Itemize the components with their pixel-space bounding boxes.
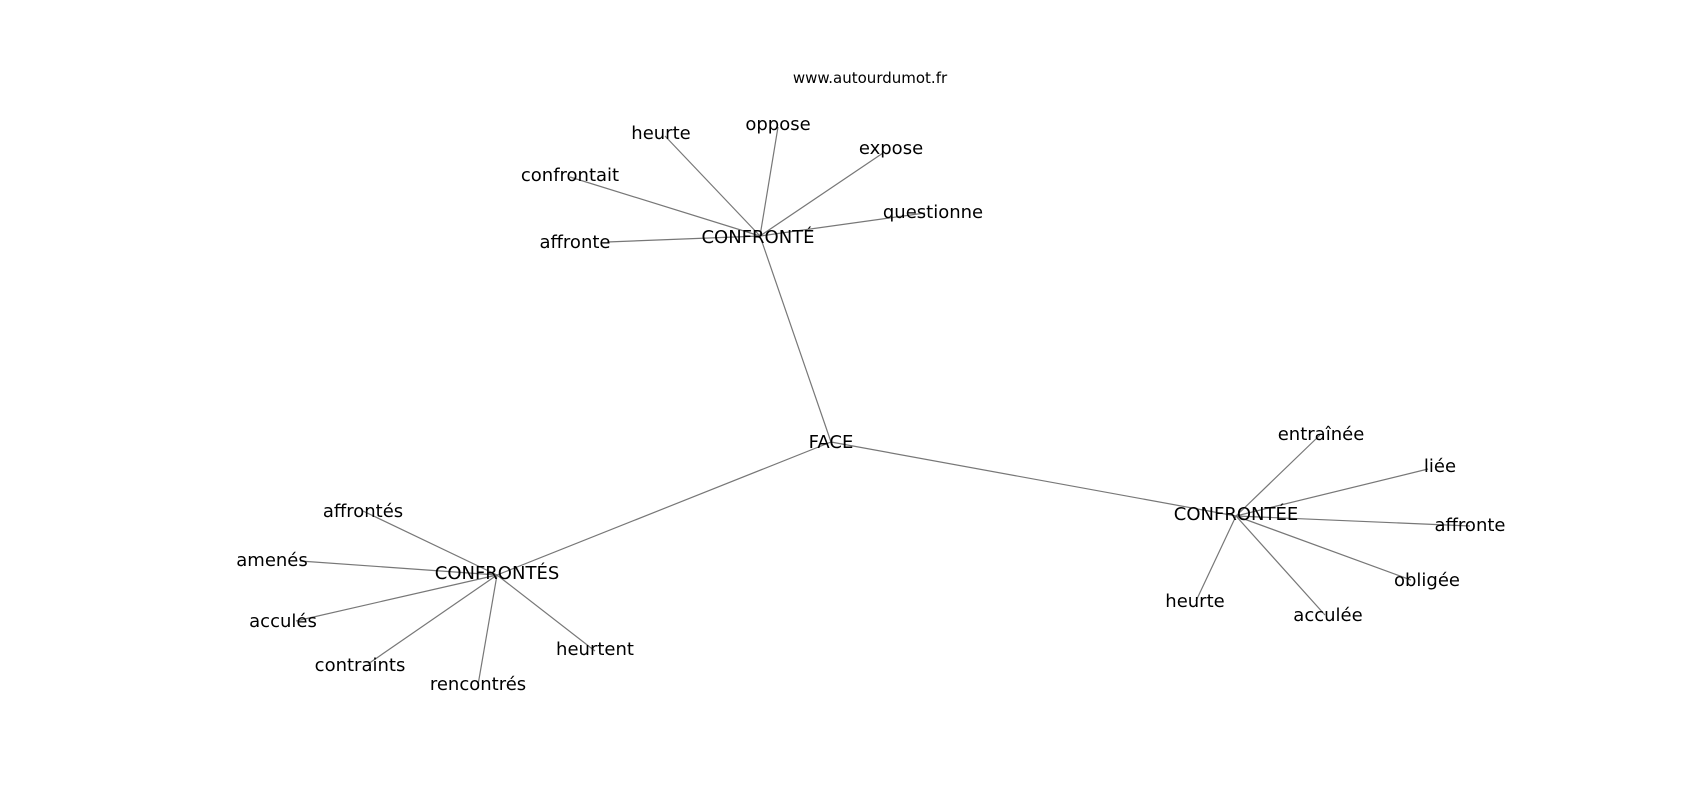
node-leaf[interactable]: confrontait — [521, 165, 619, 186]
node-leaf[interactable]: heurte — [631, 123, 690, 144]
edge-confrontee-leaf — [1235, 515, 1471, 527]
node-leaf[interactable]: oppose — [745, 114, 810, 135]
node-leaf[interactable]: questionne — [883, 202, 983, 223]
node-leaf[interactable]: entraînée — [1278, 424, 1365, 445]
node-leaf[interactable]: affronte — [540, 232, 611, 253]
edge-center-confrontes — [496, 441, 832, 576]
node-leaf[interactable]: liée — [1424, 456, 1456, 477]
node-hub-confrontee[interactable]: CONFRONTÉE — [1174, 503, 1298, 525]
watermark-text: www.autourdumot.fr — [793, 69, 948, 87]
edge-confrontes-leaf — [299, 560, 498, 576]
node-leaf[interactable]: amenés — [236, 550, 308, 571]
edge-confrontee-leaf — [1235, 515, 1412, 581]
edge-confronte-leaf — [759, 152, 884, 237]
edge-center-confrontee — [830, 441, 1237, 517]
edge-confrontee-leaf — [1235, 468, 1429, 517]
node-center[interactable]: FACE — [809, 432, 854, 453]
node-leaf[interactable]: heurte — [1165, 591, 1224, 612]
edge-confronte-leaf — [664, 135, 761, 237]
edge-confrontes-leaf — [295, 574, 498, 622]
edge-confrontee-leaf — [1195, 515, 1237, 602]
node-leaf[interactable]: heurtent — [556, 639, 634, 660]
node-hub-confrontes[interactable]: CONFRONTÉS — [435, 562, 560, 584]
label-layer: www.autourdumot.fr FACE CONFRONTÉ heurte… — [236, 69, 1505, 695]
edge-confrontee-leaf — [1235, 515, 1326, 616]
node-leaf[interactable]: expose — [859, 138, 923, 159]
node-leaf[interactable]: contraints — [315, 655, 406, 676]
edge-center-confronte — [759, 235, 832, 443]
node-leaf[interactable]: rencontrés — [430, 674, 526, 695]
edge-confrontes-leaf — [367, 574, 498, 665]
edge-confronte-leaf — [606, 235, 761, 243]
node-leaf[interactable]: affrontés — [323, 501, 403, 522]
node-leaf[interactable]: acculés — [249, 611, 317, 632]
edge-layer — [295, 126, 1471, 686]
node-leaf[interactable]: obligée — [1394, 570, 1460, 591]
node-leaf[interactable]: acculée — [1293, 605, 1362, 626]
edge-confrontes-leaf — [477, 574, 498, 686]
edge-confrontes-leaf — [362, 510, 498, 576]
edge-confrontee-leaf — [1235, 434, 1321, 517]
node-hub-confronte[interactable]: CONFRONTÉ — [701, 226, 814, 248]
edge-confronte-leaf — [759, 126, 779, 237]
edge-confrontes-leaf — [496, 574, 596, 652]
edge-confronte-leaf — [569, 176, 761, 237]
edge-confronte-leaf — [759, 212, 926, 237]
node-leaf[interactable]: affronte — [1435, 515, 1506, 536]
